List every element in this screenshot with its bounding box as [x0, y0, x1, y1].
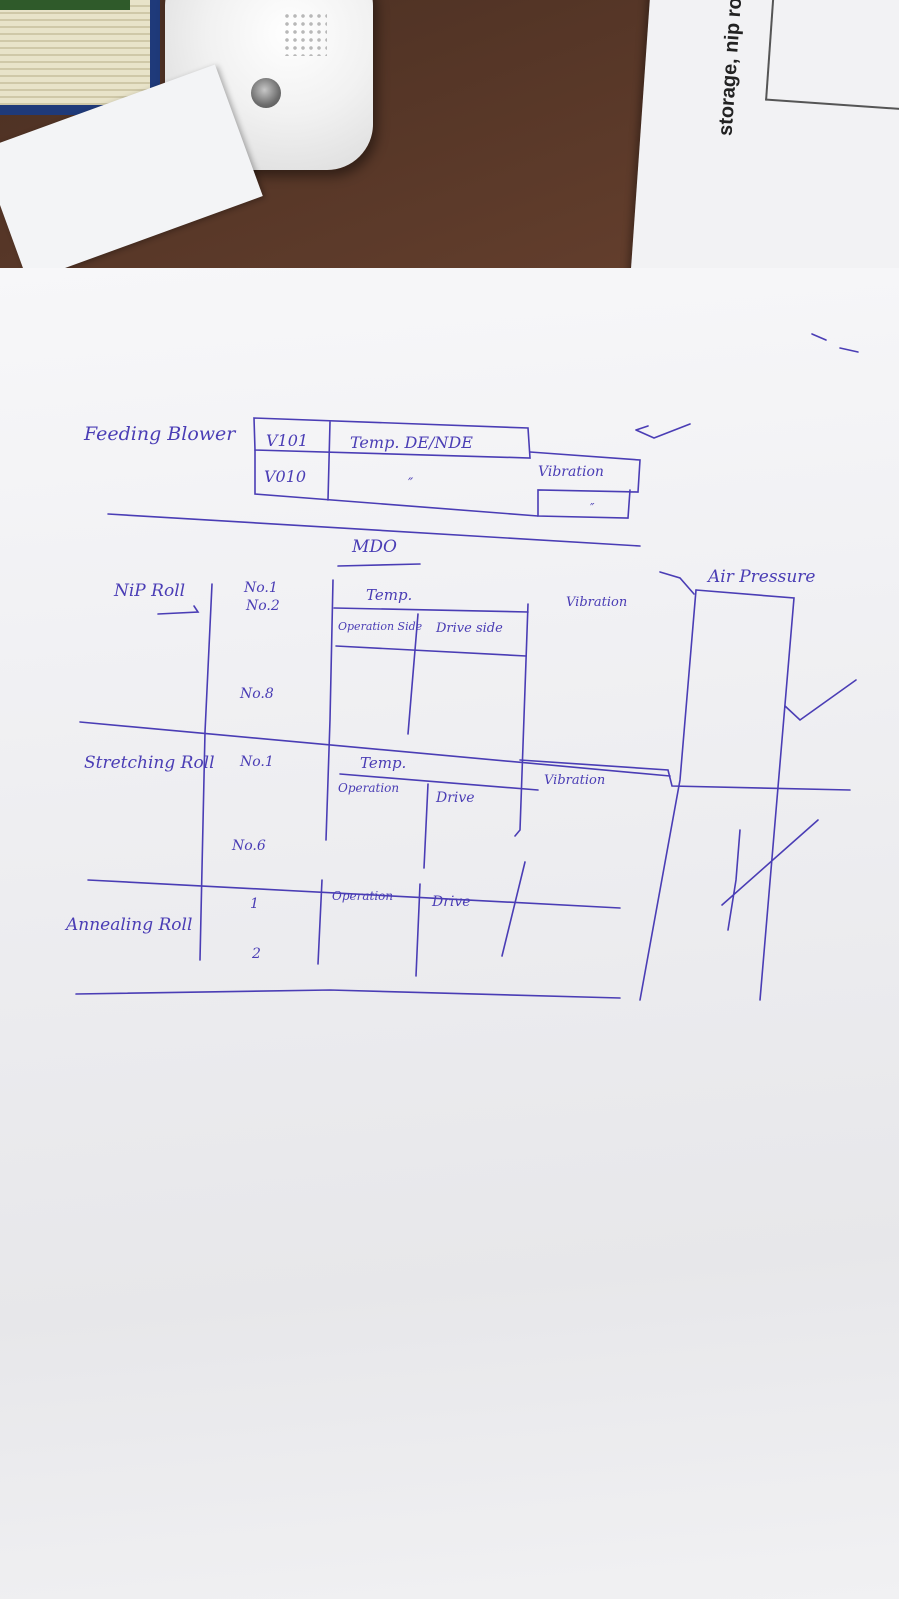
check-mark-icon	[635, 423, 691, 439]
blower-vibration-mark: ″	[590, 501, 595, 515]
blower-table-bottom	[254, 449, 539, 517]
nip-roll-no-8: No.8	[239, 686, 274, 702]
air-pressure-arrow	[659, 571, 695, 595]
corner-mark	[811, 333, 859, 353]
blower-temp-header: Temp. DE/NDE	[350, 433, 473, 452]
nip-vibration: Vibration	[566, 595, 627, 610]
handwritten-sheet	[0, 268, 899, 1599]
speaker-grille	[283, 12, 327, 56]
air-pressure-label: Air Pressure	[706, 567, 815, 587]
nip-roll-no-2: No.2	[245, 598, 280, 614]
stretch-no-1: No.1	[239, 754, 274, 770]
blower-table-top	[253, 417, 531, 459]
anneal-no-2: 2	[251, 946, 261, 962]
op-drive-divider	[407, 613, 419, 735]
separator-line	[107, 513, 641, 547]
label-column-line	[199, 583, 213, 961]
nip-roll-label: NiP Roll	[113, 581, 185, 601]
notebook	[0, 0, 160, 115]
stretch-drive: Drive	[435, 790, 475, 806]
vibration-box	[529, 451, 641, 519]
nip-roll-no-1: No.1	[243, 580, 278, 596]
temp-subheader-top	[333, 607, 529, 613]
notebook-pages	[0, 0, 150, 105]
blower-temp-mark: ″	[408, 476, 414, 492]
mdo-title: MDO	[351, 537, 397, 557]
temp-right-line	[514, 603, 529, 837]
annealing-roll-label: Annealing Roll	[64, 915, 192, 935]
anneal-right-line	[501, 861, 526, 957]
mdo-underline	[337, 563, 421, 567]
anneal-left-line	[317, 879, 323, 965]
temp-subheader-bottom	[335, 645, 527, 657]
feeding-blower-label: Feeding Blower	[83, 423, 237, 445]
stretch-op-drive-divider	[423, 783, 429, 869]
stretch-temp-header: Temp.	[360, 754, 406, 772]
row-separator	[79, 721, 671, 777]
blower-id-1: V101	[266, 431, 308, 450]
blower-divider	[327, 421, 331, 501]
air-pressure-box-right	[695, 589, 795, 1001]
blower-id-2: V010	[264, 467, 306, 486]
bottom-line	[75, 989, 621, 999]
anneal-no-1: 1	[250, 896, 259, 912]
stretching-roll-label: Stretching Roll	[84, 753, 215, 773]
arrow-icon	[157, 605, 200, 615]
anneal-drive: Drive	[431, 894, 471, 910]
nip-temp-header: Temp.	[366, 586, 412, 604]
anneal-operation: Operation	[332, 889, 393, 903]
row-separator	[87, 879, 621, 909]
stretch-no-6: No.6	[231, 838, 266, 854]
anneal-divider	[415, 883, 421, 977]
blower-vibration-header: Vibration	[538, 464, 604, 480]
stretch-subheader	[339, 773, 539, 791]
air-pressure-box-left	[639, 589, 697, 1001]
nip-operation-side: Operation Side	[338, 620, 423, 633]
notebook-green-cover	[0, 0, 130, 10]
cross-mark-icon	[721, 819, 819, 931]
stretch-vibration: Vibration	[544, 773, 605, 788]
temp-left-line	[325, 579, 334, 841]
nip-drive-side: Drive side	[435, 621, 503, 636]
stretch-operation: Operation	[338, 781, 399, 795]
vibration-row-line	[519, 759, 851, 791]
check-mark-icon	[784, 679, 857, 722]
device-knob	[251, 78, 281, 108]
